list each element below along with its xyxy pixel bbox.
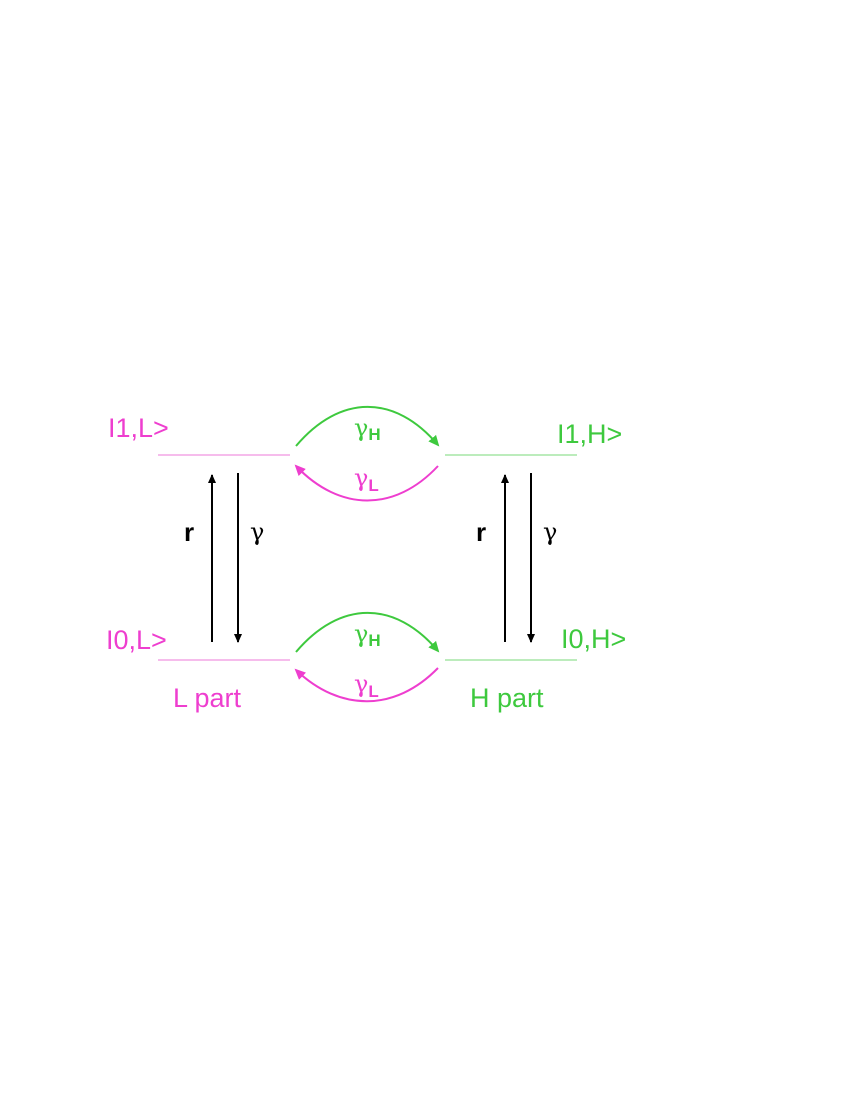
rate-label-top-gamma-L: γL bbox=[354, 464, 379, 495]
rate-label-top-gamma-H: γH bbox=[354, 414, 381, 444]
part-label-L: L part bbox=[173, 683, 242, 713]
rate-label-bottom-gamma-L: γL bbox=[354, 670, 379, 701]
transition-arrow-top-L-to-H bbox=[295, 405, 440, 447]
state-label-1-H: I1,H> bbox=[557, 419, 622, 449]
state-label-0-L: I0,L> bbox=[106, 625, 167, 655]
pump-rate-label-H: r bbox=[476, 517, 486, 547]
transition-arrow-bottom-H-to-L bbox=[294, 667, 439, 703]
decay-rate-label-L: γ bbox=[250, 518, 264, 546]
state-label-0-H: I0,H> bbox=[561, 624, 626, 654]
part-label-H: H part bbox=[470, 683, 544, 713]
transition-arrow-bottom-L-to-H bbox=[295, 611, 440, 653]
decay-rate-label-H: γ bbox=[543, 518, 557, 546]
state-label-1-L: I1,L> bbox=[108, 413, 169, 443]
pump-rate-label-L: r bbox=[184, 517, 194, 547]
rate-label-bottom-gamma-H: γH bbox=[354, 620, 381, 650]
transition-arrow-top-H-to-L bbox=[294, 464, 439, 502]
